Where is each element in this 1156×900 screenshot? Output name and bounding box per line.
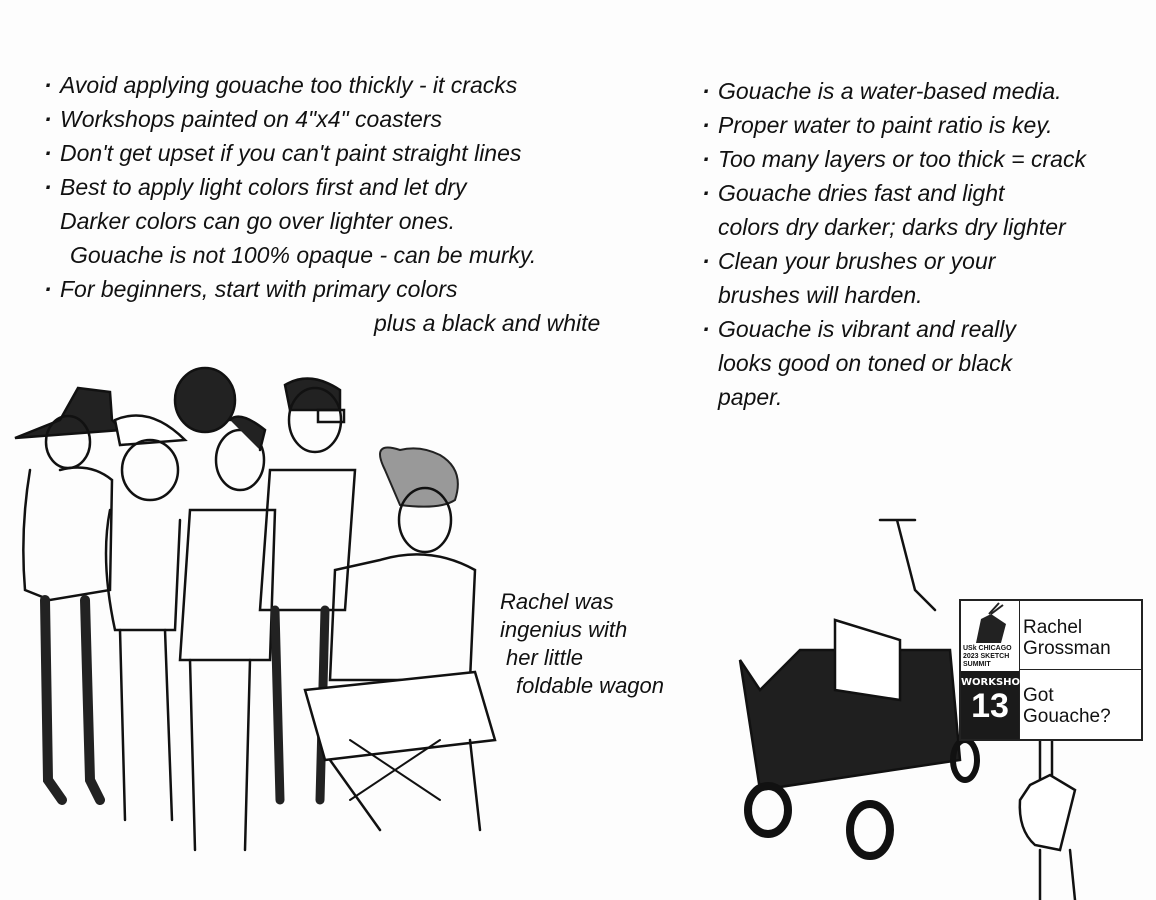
right-notes-list: Gouache is a water-based media. Proper w… [702, 74, 1142, 414]
wagon-caption: Rachel was ingenius with her little fold… [500, 588, 664, 700]
note-item: Clean your brushes or your [702, 244, 1142, 278]
statue-logo-icon [976, 602, 1006, 643]
note-item: Gouache is vibrant and really [702, 312, 1142, 346]
workshop-number: 13 [971, 687, 1009, 725]
usk-logo [961, 601, 1019, 645]
logo-text: USk CHICAGO 2023 SKETCH SUMMIT [963, 645, 1012, 668]
wagon-drawing [738, 518, 980, 860]
note-item: brushes will harden. [718, 282, 923, 308]
note-item: Don't get upset if you can't paint strai… [44, 136, 684, 170]
workshop-label: WORKSHOP [961, 677, 1028, 688]
note-item: plus a black and white [374, 310, 601, 336]
note-item: For beginners, start with primary colors [44, 272, 684, 306]
caption-line: Rachel was [500, 589, 614, 614]
title-line: Gouache? [1023, 706, 1111, 727]
note-item: Workshops painted on 4"x4" coasters [44, 102, 684, 136]
note-item: colors dry darker; darks dry lighter [718, 214, 1066, 240]
title-line: Got [1023, 685, 1054, 706]
note-item: Gouache is a water-based media. [702, 74, 1142, 108]
note-item: paper. [718, 384, 783, 410]
note-item: looks good on toned or black [718, 350, 1013, 376]
instructor-name: Rachel Grossman [1023, 617, 1111, 659]
workshop-badge: WORKSHOP 13 [961, 671, 1028, 739]
note-item: Darker colors can go over lighter ones. [60, 208, 456, 234]
hand-holding-sign-drawing [1018, 735, 1077, 900]
note-item: Gouache is not 100% opaque - can be murk… [70, 242, 537, 268]
left-notes-list: Avoid applying gouache too thickly - it … [44, 68, 684, 340]
note-item: Gouache dries fast and light [702, 176, 1142, 210]
note-item: Too many layers or too thick = crack [702, 142, 1142, 176]
name-line: Rachel [1023, 617, 1083, 638]
caption-line: her little [506, 645, 584, 670]
caption-line: ingenius with [500, 617, 628, 642]
name-line: Grossman [1023, 638, 1111, 659]
people-group-drawing [14, 366, 497, 852]
note-item: Proper water to paint ratio is key. [702, 108, 1142, 142]
caption-line: foldable wagon [516, 673, 665, 698]
workshop-title: Got Gouache? [1023, 685, 1111, 727]
workshop-sign: USk CHICAGO 2023 SKETCH SUMMIT WORKSHOP … [959, 599, 1143, 741]
note-item: Best to apply light colors first and let… [44, 170, 684, 204]
note-item: Avoid applying gouache too thickly - it … [44, 68, 684, 102]
